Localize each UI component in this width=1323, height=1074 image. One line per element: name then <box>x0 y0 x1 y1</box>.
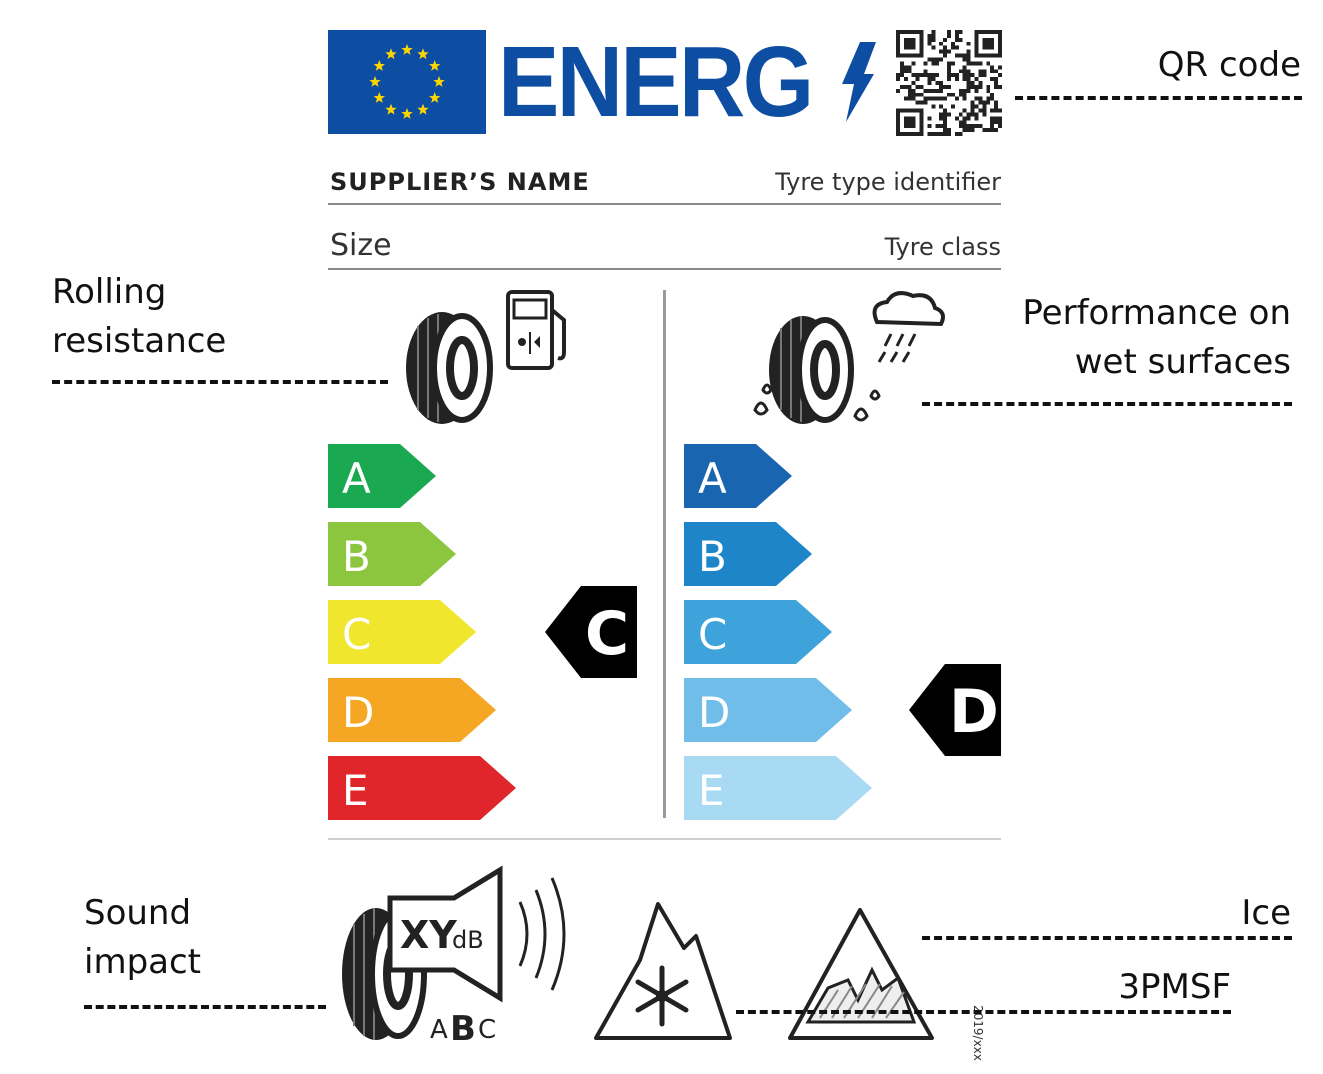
eu-star-icon <box>429 60 441 71</box>
wet-class-b-label: B <box>698 532 727 581</box>
wet-class-e-arrow <box>684 756 872 820</box>
rolling-class-c-label: C <box>342 610 371 659</box>
callout-wet-line2: wet surfaces <box>1074 342 1291 382</box>
eu-star-icon <box>429 92 441 103</box>
lightning-bolt-icon <box>842 42 876 122</box>
eu-star-icon <box>417 48 429 60</box>
callout-wet-line1: Performance on <box>1022 293 1291 333</box>
callout-rolling-line1: Rolling <box>52 272 167 312</box>
eu-star-icon <box>433 76 445 87</box>
rolling-class-a-label: A <box>342 454 371 503</box>
callout-3pmsf: 3PMSF <box>1118 967 1231 1007</box>
energy-title: ENERG <box>498 26 814 138</box>
rolling-class-d-arrow <box>328 678 496 742</box>
callout-ice-line <box>922 936 1292 940</box>
callout-3pmsf-line <box>736 1010 1231 1014</box>
eu-star-icon <box>373 60 385 71</box>
size-divider <box>328 268 1001 270</box>
center-divider <box>663 290 666 818</box>
noise-class-a: A <box>430 1015 448 1045</box>
noise-unit: dB <box>452 926 484 954</box>
wet-class-a-arrow <box>684 444 792 508</box>
callout-qr-line <box>1015 96 1302 100</box>
rolling-class-a-arrow <box>328 444 436 508</box>
noise-class-b: B <box>450 1009 476 1047</box>
callout-ice: Ice <box>1241 893 1291 933</box>
eu-star-icon <box>385 48 397 60</box>
header-divider <box>328 203 1001 205</box>
callout-rolling-line2: resistance <box>52 321 227 361</box>
wet-class-d-label: D <box>698 688 730 737</box>
qr-code-icon <box>896 30 1002 136</box>
wet-class-e-label: E <box>698 766 725 815</box>
callout-sound-line1: Sound <box>84 893 192 933</box>
rolling-class-c-arrow <box>328 600 476 664</box>
tyre-size: Size <box>330 228 392 263</box>
eu-star-icon <box>401 108 413 119</box>
snowflake-mountain-icon <box>594 902 732 1040</box>
rolling-selected-label: C <box>585 599 629 669</box>
fuel-tyre-icon <box>406 290 566 424</box>
rolling-class-b-arrow <box>328 522 456 586</box>
tyre-type-identifier: Tyre type identifier <box>775 168 1001 196</box>
wet-class-c-label: C <box>698 610 727 659</box>
callout-rolling-line <box>52 380 388 384</box>
supplier-name: SUPPLIER’S NAME <box>330 168 590 196</box>
callout-wet-line <box>922 402 1292 406</box>
eu-flag-icon <box>328 30 486 134</box>
callout-sound-line <box>84 1005 326 1009</box>
eu-star-icon <box>417 103 429 115</box>
ice-mountain-icon <box>788 908 934 1040</box>
rolling-class-e-label: E <box>342 766 369 815</box>
wet-tyre-icon <box>753 291 945 424</box>
wet-selected-label: D <box>949 677 999 747</box>
callout-qr-code: QR code <box>1157 45 1301 85</box>
rolling-class-b-label: B <box>342 532 371 581</box>
noise-class-c: C <box>478 1015 496 1045</box>
eu-star-icon <box>385 103 397 115</box>
rolling-class-e-arrow <box>328 756 516 820</box>
bottom-divider <box>328 838 1001 840</box>
rolling-class-d-label: D <box>342 688 374 737</box>
wet-class-b-arrow <box>684 522 812 586</box>
wet-class-c-arrow <box>684 600 832 664</box>
eu-star-icon <box>373 92 385 103</box>
callout-sound-line2: impact <box>84 942 202 982</box>
wet-class-d-arrow <box>684 678 852 742</box>
noise-tyre-icon: XY dB A B C <box>342 865 566 1047</box>
wet-selected-marker <box>909 664 1001 756</box>
wet-class-a-label: A <box>698 454 727 503</box>
tyre-class: Tyre class <box>884 233 1001 261</box>
eu-star-icon <box>369 76 381 87</box>
noise-value: XY <box>400 913 457 957</box>
eu-star-icon <box>401 44 413 55</box>
rolling-selected-marker <box>545 586 637 678</box>
